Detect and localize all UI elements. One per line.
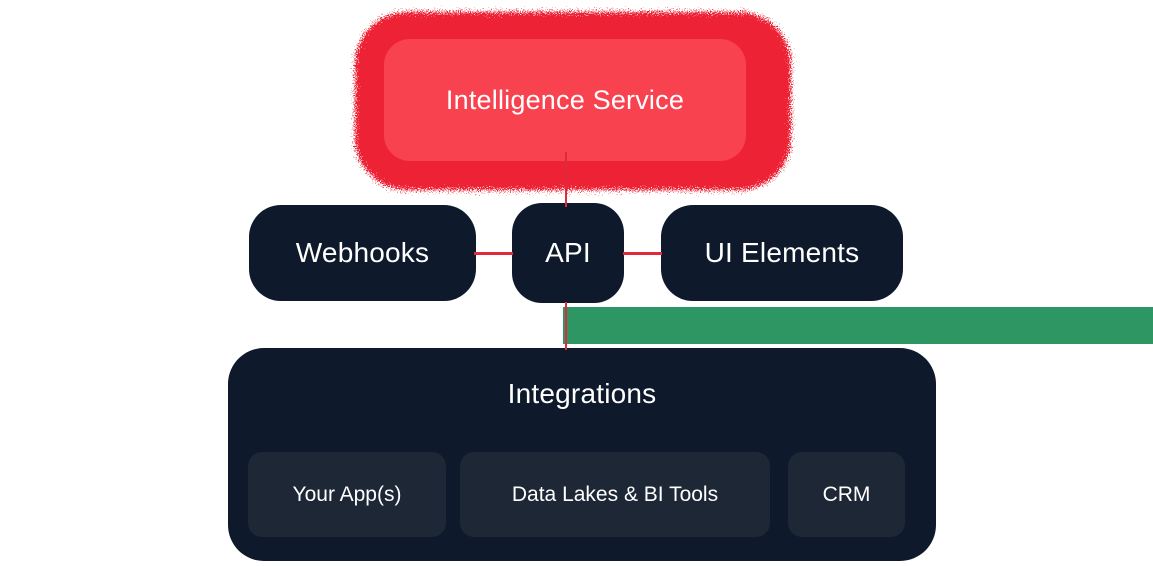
integrations-title: Integrations — [507, 378, 657, 409]
webhooks-label: Webhooks — [295, 237, 430, 268]
crm-label: CRM — [822, 482, 871, 506]
ui-elements-label: UI Elements — [704, 237, 860, 268]
connector-api-to-ui-elements — [623, 252, 662, 255]
api-label: API — [545, 237, 591, 268]
connector-webhooks-to-api — [474, 252, 513, 255]
ui-elements-node: UI Elements — [661, 205, 903, 301]
your-apps-node: Your App(s) — [248, 452, 446, 537]
your-apps-label: Your App(s) — [292, 482, 402, 506]
webhooks-node: Webhooks — [249, 205, 476, 301]
intelligence-service-label: Intelligence Service — [445, 84, 685, 115]
connector-api-to-integrations — [565, 302, 567, 350]
api-node: API — [512, 203, 624, 303]
data-lakes-bi-tools-node: Data Lakes & BI Tools — [460, 452, 770, 537]
data-lakes-bi-tools-label: Data Lakes & BI Tools — [511, 482, 719, 506]
green-accent-band — [563, 307, 1153, 344]
integrations-node: Integrations Your App(s) Data Lakes & BI… — [228, 348, 936, 561]
crm-node: CRM — [788, 452, 905, 537]
connector-intelligence-to-api — [565, 152, 567, 207]
intelligence-service-node: Intelligence Service — [384, 39, 746, 161]
